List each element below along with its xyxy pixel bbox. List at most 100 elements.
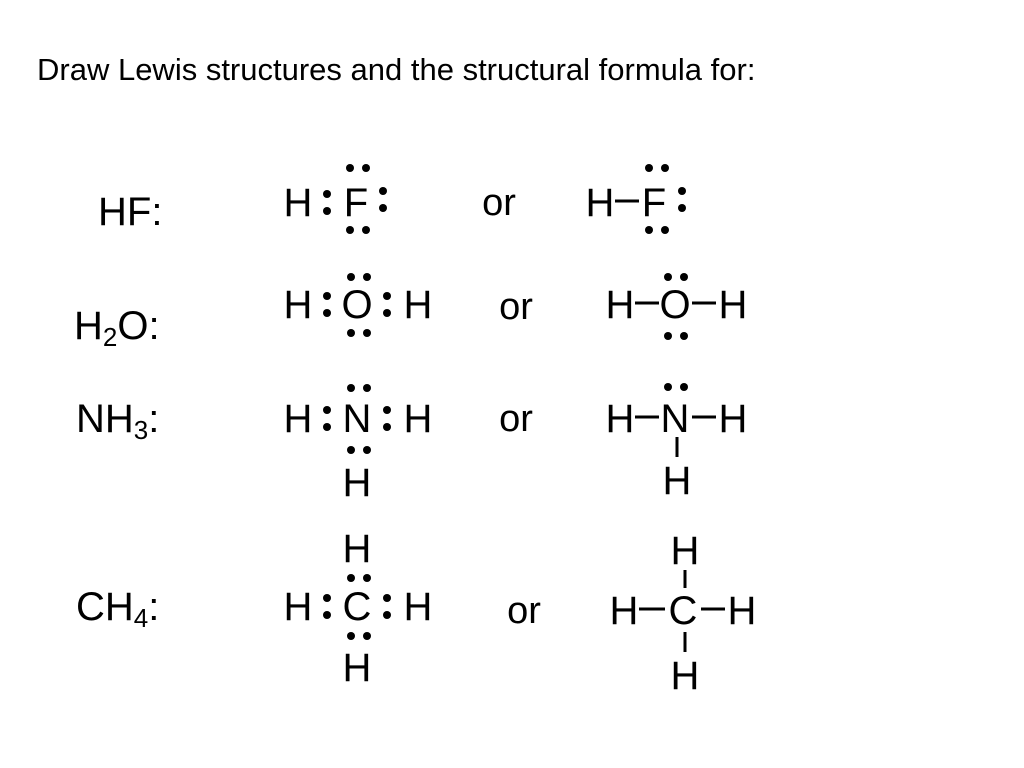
atom-h: H (605, 397, 635, 441)
formula-tail: O: (117, 304, 160, 348)
electron-dot (362, 164, 370, 172)
page-title: Draw Lewis structures and the structural… (37, 52, 756, 87)
single-bond (692, 301, 716, 305)
electron-dot (323, 423, 331, 431)
atom-f: F (641, 181, 667, 225)
single-bond (683, 570, 687, 588)
electron-dot (363, 384, 371, 392)
electron-dot (347, 574, 355, 582)
atom-h: H (403, 283, 433, 327)
atom-h: H (342, 527, 372, 571)
atom-f: F (343, 181, 369, 225)
electron-dot (363, 329, 371, 337)
electron-dot (323, 207, 331, 215)
formula-nh3: NH3: (76, 397, 160, 443)
formula-main: H (74, 304, 103, 348)
or-label: or (482, 182, 516, 224)
electron-dot (678, 204, 686, 212)
single-bond (635, 301, 659, 305)
atom-o: O (341, 283, 373, 327)
atom-h: H (342, 646, 372, 690)
single-bond (639, 607, 665, 611)
atom-h: H (585, 181, 615, 225)
electron-dot (363, 446, 371, 454)
atom-h: H (605, 283, 635, 327)
single-bond (635, 415, 659, 419)
atom-h: H (283, 181, 313, 225)
formula-hf: HF: (98, 190, 163, 234)
electron-dot (383, 611, 391, 619)
electron-dot (383, 594, 391, 602)
electron-dot (680, 383, 688, 391)
electron-dot (323, 309, 331, 317)
electron-dot (323, 594, 331, 602)
electron-dot (383, 292, 391, 300)
electron-dot (363, 632, 371, 640)
formula-subscript: 3 (133, 415, 149, 445)
single-bond (615, 199, 639, 203)
atom-n: N (342, 397, 372, 441)
atom-h: H (403, 585, 433, 629)
atom-h: H (283, 283, 313, 327)
atom-h: H (727, 589, 757, 633)
electron-dot (362, 226, 370, 234)
electron-dot (363, 574, 371, 582)
atom-h: H (283, 585, 313, 629)
electron-dot (645, 226, 653, 234)
electron-dot (323, 406, 331, 414)
atom-h: H (670, 529, 700, 573)
electron-dot (664, 332, 672, 340)
atom-n: N (660, 397, 690, 441)
electron-dot (363, 273, 371, 281)
atom-o: O (659, 283, 691, 327)
atom-c: C (342, 585, 372, 629)
electron-dot (661, 164, 669, 172)
electron-dot (645, 164, 653, 172)
formula-tail: : (148, 585, 160, 629)
electron-dot (347, 273, 355, 281)
or-label: or (499, 398, 533, 440)
atom-h: H (283, 397, 313, 441)
electron-dot (347, 329, 355, 337)
or-label: or (507, 590, 541, 632)
or-label: or (499, 286, 533, 328)
atom-h: H (403, 397, 433, 441)
electron-dot (664, 383, 672, 391)
electron-dot (323, 292, 331, 300)
electron-dot (323, 190, 331, 198)
electron-dot (347, 632, 355, 640)
electron-dot (346, 226, 354, 234)
electron-dot (678, 187, 686, 195)
formula-subscript: 4 (133, 603, 149, 633)
electron-dot (680, 273, 688, 281)
atom-c: C (668, 589, 698, 633)
single-bond (701, 607, 725, 611)
electron-dot (346, 164, 354, 172)
atom-h: H (609, 589, 639, 633)
single-bond (675, 437, 679, 457)
atom-h: H (718, 283, 748, 327)
atom-h: H (662, 459, 692, 503)
electron-dot (379, 204, 387, 212)
electron-dot (383, 406, 391, 414)
single-bond (692, 415, 716, 419)
electron-dot (347, 446, 355, 454)
electron-dot (383, 423, 391, 431)
single-bond (683, 632, 687, 652)
formula-subscript: 2 (102, 322, 118, 352)
electron-dot (347, 384, 355, 392)
formula-ch4: CH4: (76, 585, 160, 631)
atom-h: H (670, 654, 700, 698)
formula-main: NH (76, 397, 134, 441)
electron-dot (323, 611, 331, 619)
electron-dot (379, 187, 387, 195)
electron-dot (383, 309, 391, 317)
formula-main: CH (76, 585, 134, 629)
electron-dot (664, 273, 672, 281)
formula-tail: : (148, 397, 160, 441)
atom-h: H (718, 397, 748, 441)
formula-h2o: H2O: (74, 304, 160, 350)
electron-dot (661, 226, 669, 234)
electron-dot (680, 332, 688, 340)
atom-h: H (342, 461, 372, 505)
